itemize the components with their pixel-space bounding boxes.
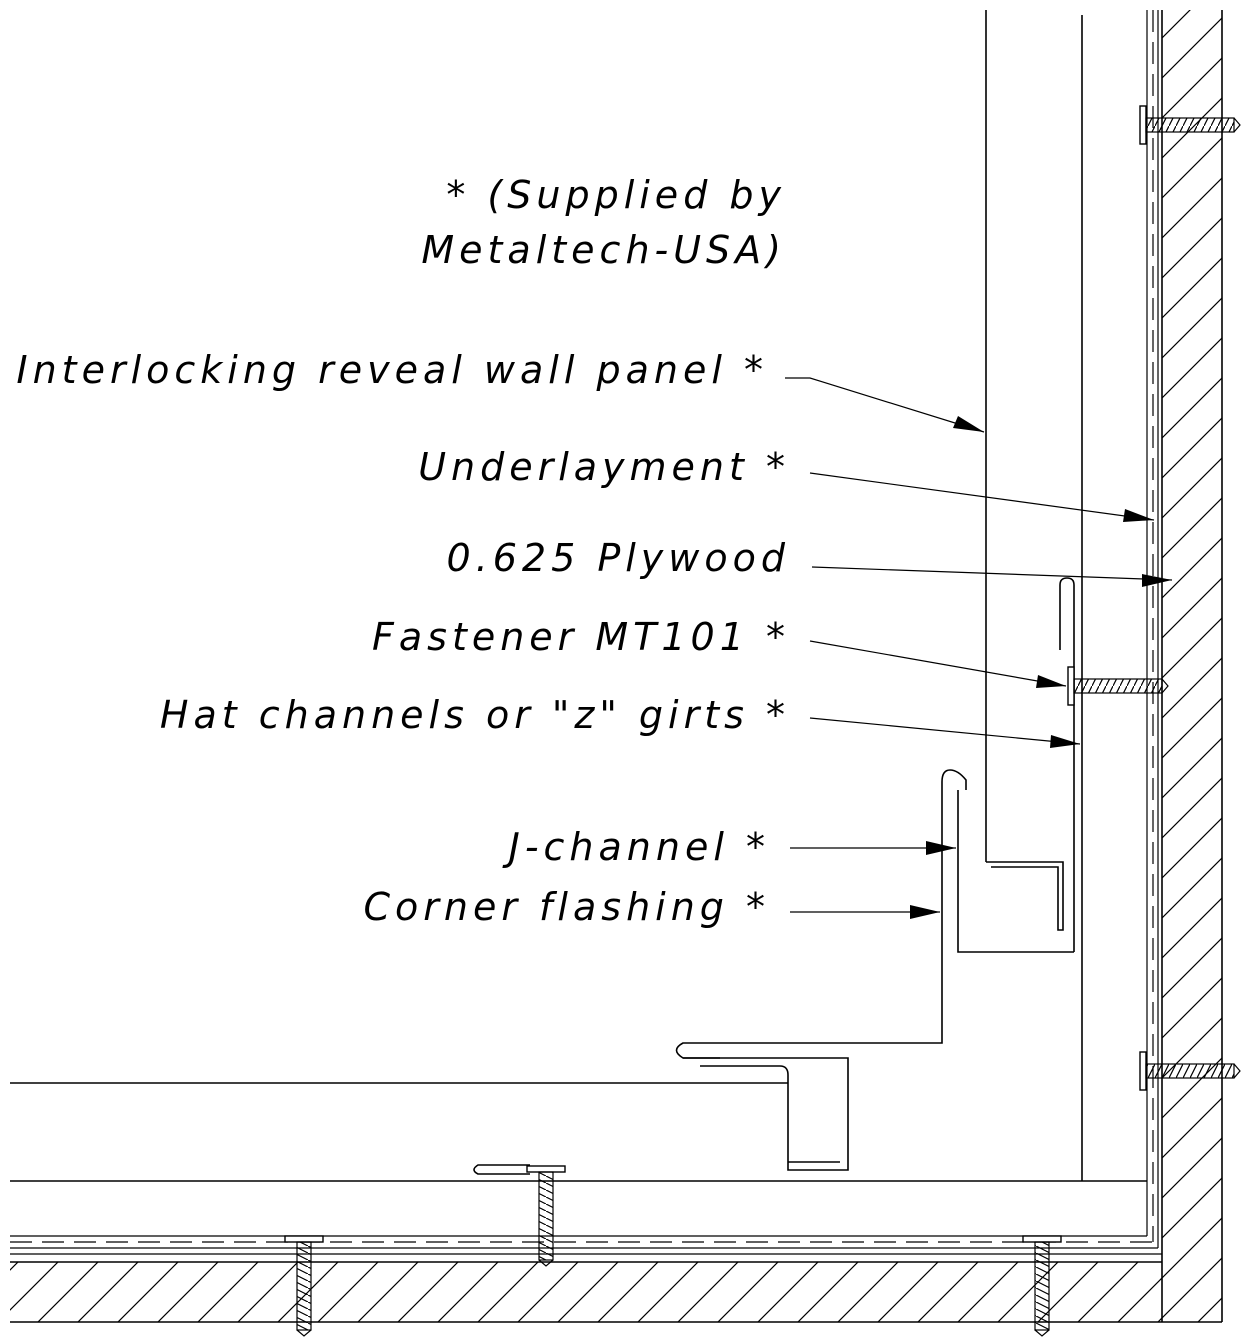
leader-underlayment	[809, 472, 1155, 522]
leader-wall-panel	[785, 377, 985, 433]
fastener-screw-lower	[1139, 1051, 1241, 1091]
floor-substrate	[10, 1261, 1222, 1323]
label-j-channel: J-channel *	[502, 825, 770, 869]
label-hat-channels: Hat channels or "z" girts *	[160, 693, 790, 737]
label-corner-flashing: Corner flashing *	[363, 885, 770, 929]
floor-plywood-underlayment	[10, 1235, 1162, 1255]
fastener-screw-floor-middle	[526, 1165, 566, 1267]
fastener-screw-floor-left	[284, 1235, 324, 1337]
label-plywood: 0.625 Plywood	[446, 536, 790, 580]
floor-panel	[10, 1082, 788, 1175]
supplier-note-line1: * (Supplied by	[446, 173, 786, 217]
panel-clip	[1059, 577, 1075, 952]
leader-plywood	[811, 566, 1173, 587]
leader-hat-channels	[809, 717, 1081, 748]
supplier-note-line2: Metaltech-USA)	[421, 228, 786, 272]
leader-j-channel	[790, 841, 956, 855]
leader-fastener	[809, 640, 1067, 688]
wall-substrate	[1161, 10, 1223, 1322]
label-wall-panel: Interlocking reveal wall panel *	[16, 348, 768, 392]
fastener-screw-floor-right	[1022, 1235, 1062, 1337]
label-underlayment: Underlayment *	[418, 445, 790, 489]
fastener-mt101	[1067, 666, 1169, 706]
leader-corner-flashing	[790, 905, 940, 919]
label-fastener: Fastener MT101 *	[372, 615, 790, 659]
hat-channel	[10, 15, 1147, 1182]
corner-flashing	[683, 1057, 849, 1171]
fastener-screw-upper	[1139, 105, 1241, 145]
interlocking-wall-panel	[985, 10, 1064, 931]
wall-plywood-underlayment	[1146, 10, 1159, 1248]
j-channel	[675, 769, 1074, 1059]
